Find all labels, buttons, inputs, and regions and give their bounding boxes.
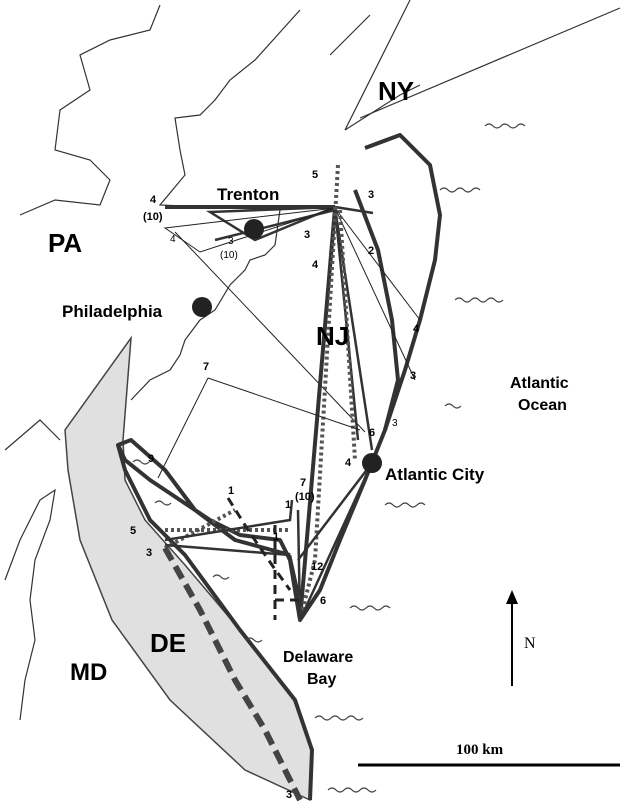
label-atlantic-city: Atlantic City	[385, 465, 485, 484]
wave-5	[384, 502, 426, 508]
trenton-dot	[244, 219, 264, 239]
north-arrow-icon	[506, 590, 518, 604]
num-7-cape: 7	[300, 477, 306, 489]
num-3-bold: 3	[304, 229, 310, 241]
num-9: 9	[148, 453, 154, 465]
num-3-bottom: 3	[286, 789, 292, 801]
route-trenton-coast	[334, 207, 421, 381]
cape-atlantic	[297, 462, 374, 621]
philadelphia-dot	[192, 297, 212, 317]
md-boundary	[4, 419, 61, 451]
wave-3	[454, 297, 504, 303]
num-3-trenton-right: 3	[368, 189, 374, 201]
nj-inner-coast	[353, 189, 400, 431]
ny-coast	[359, 7, 621, 119]
delaware-shore	[116, 444, 314, 801]
route-thin-diag	[174, 231, 366, 433]
num-5-top: 5	[312, 169, 318, 181]
wave-12	[132, 459, 150, 465]
cape-routes	[164, 499, 302, 621]
wave-6	[349, 605, 391, 611]
route-trenton-east	[334, 205, 374, 215]
num-6-cape: 6	[320, 595, 326, 607]
num-1-b: 1	[285, 499, 291, 511]
nj-coastline	[116, 133, 442, 622]
wave-8	[245, 637, 263, 643]
wave-7	[212, 574, 230, 580]
route-7	[157, 377, 361, 479]
wave-1	[484, 123, 526, 129]
dotted-route-4	[164, 508, 236, 550]
wave-11	[154, 500, 172, 506]
label-delaware: Delaware	[283, 649, 353, 666]
state-boundary-west	[19, 4, 161, 216]
num-3-mid: 3	[228, 236, 234, 247]
num-4-ac: 4	[345, 457, 352, 469]
route-trenton-tri	[205, 205, 336, 242]
num-6: 6	[369, 427, 375, 439]
ny-nj-boundary	[329, 14, 421, 131]
num-3-ac: 3	[392, 418, 398, 429]
num-12: 12	[311, 561, 323, 573]
num-10-left: (10)	[143, 211, 163, 223]
delaware-region	[64, 335, 313, 802]
num-4-bold: 4	[312, 259, 319, 271]
dashed-route-fat	[162, 546, 303, 802]
num-10-cape: (10)	[295, 491, 315, 503]
md-coast	[4, 488, 56, 721]
label-philadelphia: Philadelphia	[62, 302, 163, 321]
wave-9	[314, 715, 364, 721]
num-7: 7	[203, 361, 209, 373]
dashed-route-1	[226, 497, 292, 591]
scale-label: 100 km	[456, 742, 504, 758]
label-atlantic: Atlantic	[510, 375, 569, 392]
wave-2	[439, 187, 481, 193]
label-ocean: Ocean	[518, 397, 567, 414]
num-1-c: 1	[273, 531, 279, 543]
num-4-left: 4	[150, 194, 157, 206]
label-trenton: Trenton	[217, 185, 279, 204]
wave-4	[444, 403, 462, 409]
ny-boundary-2	[344, 0, 411, 131]
label-md: MD	[70, 659, 107, 686]
label-bay: Bay	[307, 671, 336, 688]
num-3-de: 3	[146, 547, 152, 559]
num-4-left2: 4	[170, 234, 176, 245]
num-2: 2	[368, 245, 374, 257]
num-1-a: 1	[228, 485, 234, 497]
num-4-coast: 4	[413, 323, 420, 335]
num-3-coast: 3	[410, 370, 416, 382]
num-10-mid: (10)	[220, 250, 238, 261]
num-5-de: 5	[130, 525, 136, 537]
label-de: DE	[150, 628, 186, 658]
label-pa: PA	[48, 228, 82, 258]
label-nj: NJ	[316, 321, 349, 351]
atlantic-city-dot	[362, 453, 382, 473]
delaware-river	[130, 9, 301, 401]
wave-10	[327, 787, 377, 793]
label-ny: NY	[378, 76, 414, 106]
compass-label: N	[524, 635, 536, 652]
